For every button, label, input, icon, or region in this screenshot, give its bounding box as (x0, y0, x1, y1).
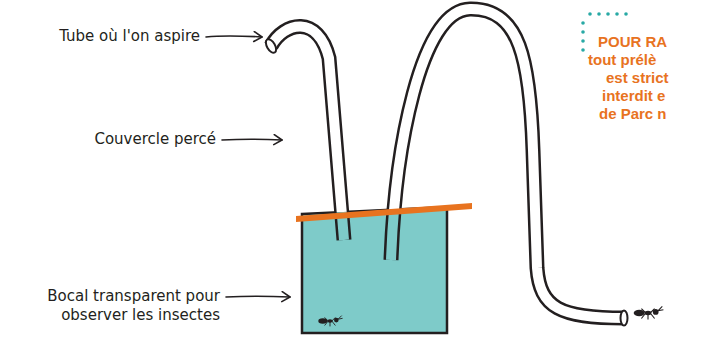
tube-opening (621, 311, 628, 326)
part-label: Bocal transparent pour observer les inse… (10, 287, 220, 325)
warning-note: est strict (606, 69, 669, 87)
tube-opening (264, 38, 278, 55)
warning-note: interdit e (602, 87, 665, 105)
warning-note: POUR RA (598, 33, 667, 51)
tube-insides (271, 9, 624, 318)
ant-icon (318, 316, 342, 327)
leader-arrows (206, 36, 290, 297)
part-label: Tube où l'on aspire (59, 27, 200, 46)
jar (302, 207, 447, 333)
part-label: Couvercle percé (94, 130, 216, 149)
tube-insides-jar (271, 9, 624, 318)
warning-note: de Parc n (599, 105, 667, 123)
warning-note: tout prélè (588, 51, 656, 69)
ant-icon (634, 306, 664, 319)
tube-outlines (271, 9, 624, 318)
pierced-lid (296, 203, 472, 222)
